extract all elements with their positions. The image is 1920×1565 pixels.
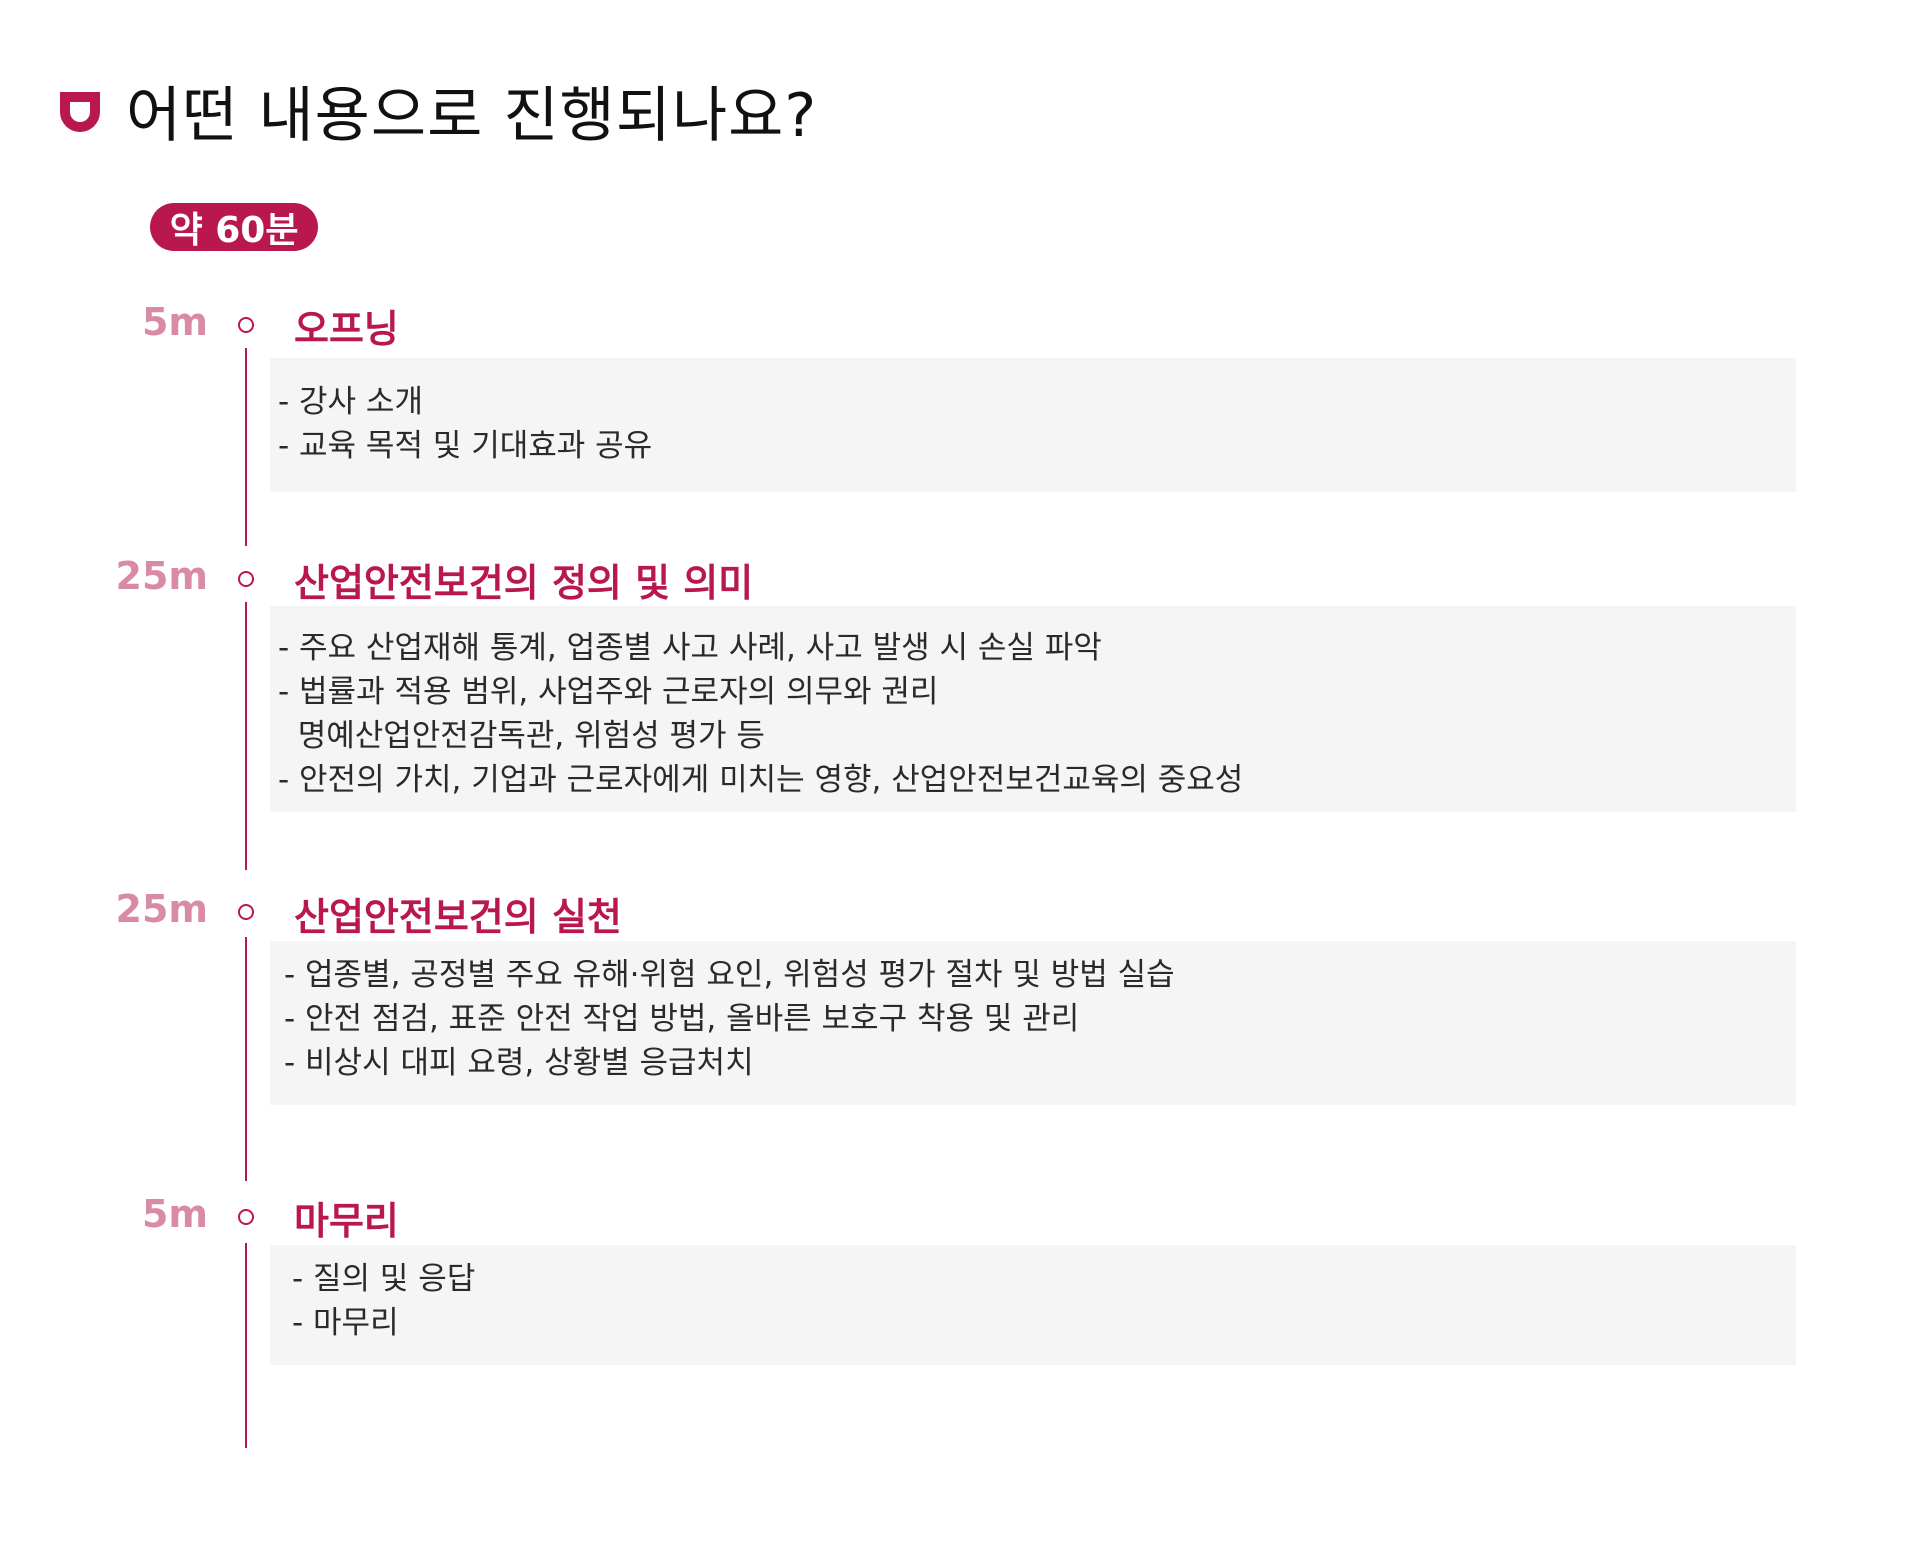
content-line: - 강사 소개	[278, 384, 423, 420]
page-title: 어떤 내용으로 진행되나요?	[126, 80, 818, 151]
section-content-box: - 업종별, 공정별 주요 유해·위험 요인, 위험성 평가 절차 및 방법 실…	[270, 941, 1796, 1105]
content-line: - 안전의 가치, 기업과 근로자에게 미치는 영향, 산업안전보건교육의 중요…	[278, 762, 1244, 798]
section-duration: 25m	[115, 887, 208, 931]
brand-logo-icon	[60, 92, 100, 132]
timeline-line	[245, 602, 247, 870]
section-duration: 5m	[141, 300, 208, 344]
page-header: 어떤 내용으로 진행되나요?	[52, 70, 817, 151]
timeline-dot-icon	[238, 571, 254, 587]
timeline-line	[245, 1243, 247, 1448]
section-duration: 25m	[115, 554, 208, 598]
timeline-dot-icon	[238, 317, 254, 333]
section-duration: 5m	[141, 1192, 208, 1236]
content-line: - 비상시 대피 요령, 상황별 응급처치	[284, 1045, 754, 1081]
section-content-box: - 질의 및 응답 - 마무리	[270, 1245, 1796, 1365]
timeline-line	[245, 348, 247, 546]
section-title: 오프닝	[294, 307, 399, 351]
content-line: - 마무리	[292, 1305, 399, 1341]
content-line: - 질의 및 응답	[292, 1261, 476, 1297]
section-title: 마무리	[294, 1199, 399, 1243]
content-line: - 교육 목적 및 기대효과 공유	[278, 428, 653, 464]
section-title: 산업안전보건의 정의 및 의미	[294, 561, 754, 605]
content-line: - 주요 산업재해 통계, 업종별 사고 사례, 사고 발생 시 손실 파악	[278, 630, 1102, 666]
content-line: - 업종별, 공정별 주요 유해·위험 요인, 위험성 평가 절차 및 방법 실…	[284, 957, 1175, 993]
section-content-box: - 강사 소개 - 교육 목적 및 기대효과 공유	[270, 358, 1796, 492]
timeline-dot-icon	[238, 904, 254, 920]
timeline-line	[245, 937, 247, 1181]
content-line: - 안전 점검, 표준 안전 작업 방법, 올바른 보호구 착용 및 관리	[284, 1001, 1080, 1037]
section-content-box: - 주요 산업재해 통계, 업종별 사고 사례, 사고 발생 시 손실 파악 -…	[270, 606, 1796, 812]
section-title: 산업안전보건의 실천	[294, 895, 622, 939]
content-line: 명예산업안전감독관, 위험성 평가 등	[278, 718, 765, 754]
content-line: - 법률과 적용 범위, 사업주와 근로자의 의무와 권리	[278, 674, 939, 710]
timeline-dot-icon	[238, 1209, 254, 1225]
duration-badge: 약 60분	[150, 203, 318, 251]
